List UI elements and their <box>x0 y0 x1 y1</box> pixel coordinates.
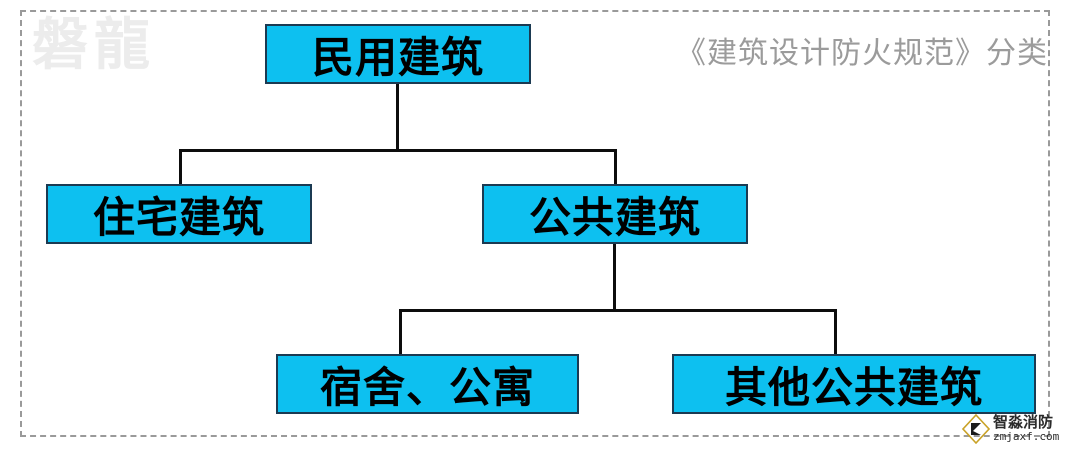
node-other-public-building[interactable]: 其他公共建筑 <box>672 354 1036 414</box>
node-residential-building[interactable]: 住宅建筑 <box>46 184 312 244</box>
logo-text-block: 智淼消防 zmjaxf.com <box>993 413 1060 444</box>
logo-company-name: 智淼消防 <box>993 413 1054 432</box>
diagram-title: 《建筑设计防火规范》分类 <box>676 36 1048 71</box>
dashed-frame <box>20 10 1050 437</box>
node-dormitory-apartment[interactable]: 宿舍、公寓 <box>276 354 579 414</box>
node-civil-building[interactable]: 民用建筑 <box>265 24 531 84</box>
logo-website-url: zmjaxf.com <box>993 430 1060 444</box>
connector-root-bar <box>179 149 617 152</box>
connector-root-stem <box>396 84 399 151</box>
connector-root-to-pub <box>614 149 617 185</box>
site-logo: 智淼消防 zmjaxf.com <box>962 414 1059 444</box>
connector-root-to-res <box>179 149 182 185</box>
connector-pub-stem <box>613 244 616 311</box>
watermark-text: 磐龍 <box>32 13 156 78</box>
connector-pub-to-dorm <box>399 309 402 355</box>
diamond-z-icon <box>962 414 990 444</box>
connector-pub-bar <box>399 309 837 312</box>
node-public-building[interactable]: 公共建筑 <box>482 184 748 244</box>
connector-pub-to-other <box>834 309 837 355</box>
